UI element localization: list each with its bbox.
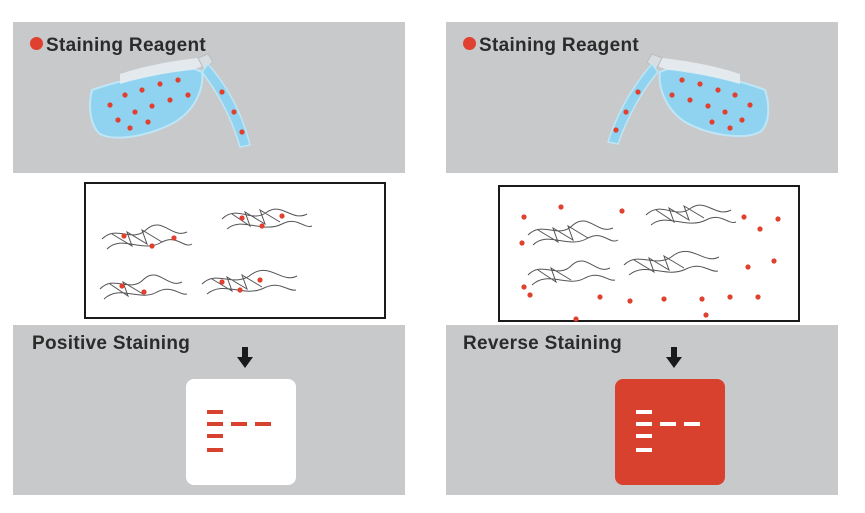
- right-method-title: Reverse Staining: [463, 333, 622, 354]
- reagent-dot-icon: [30, 37, 43, 50]
- bottle-pour-icon: [89, 53, 251, 148]
- right-protein-box: [498, 185, 800, 322]
- left-protein-box: [84, 182, 386, 319]
- right-reagent-panel: [446, 22, 838, 173]
- bottle-pour-icon: [607, 53, 770, 145]
- protein-molecule-icon: [519, 204, 781, 322]
- left-reagent-panel: [13, 22, 405, 173]
- right-reagent-title: Staining Reagent: [463, 35, 639, 57]
- reagent-dot-icon: [463, 37, 476, 50]
- left-reagent-title: Staining Reagent: [30, 35, 206, 57]
- protein-molecule-icon: [99, 208, 313, 300]
- left-method-title: Positive Staining: [32, 333, 191, 354]
- gel-icon: [186, 379, 296, 485]
- down-arrow-icon: [666, 347, 682, 368]
- gel-icon: [615, 379, 725, 485]
- down-arrow-icon: [237, 347, 253, 368]
